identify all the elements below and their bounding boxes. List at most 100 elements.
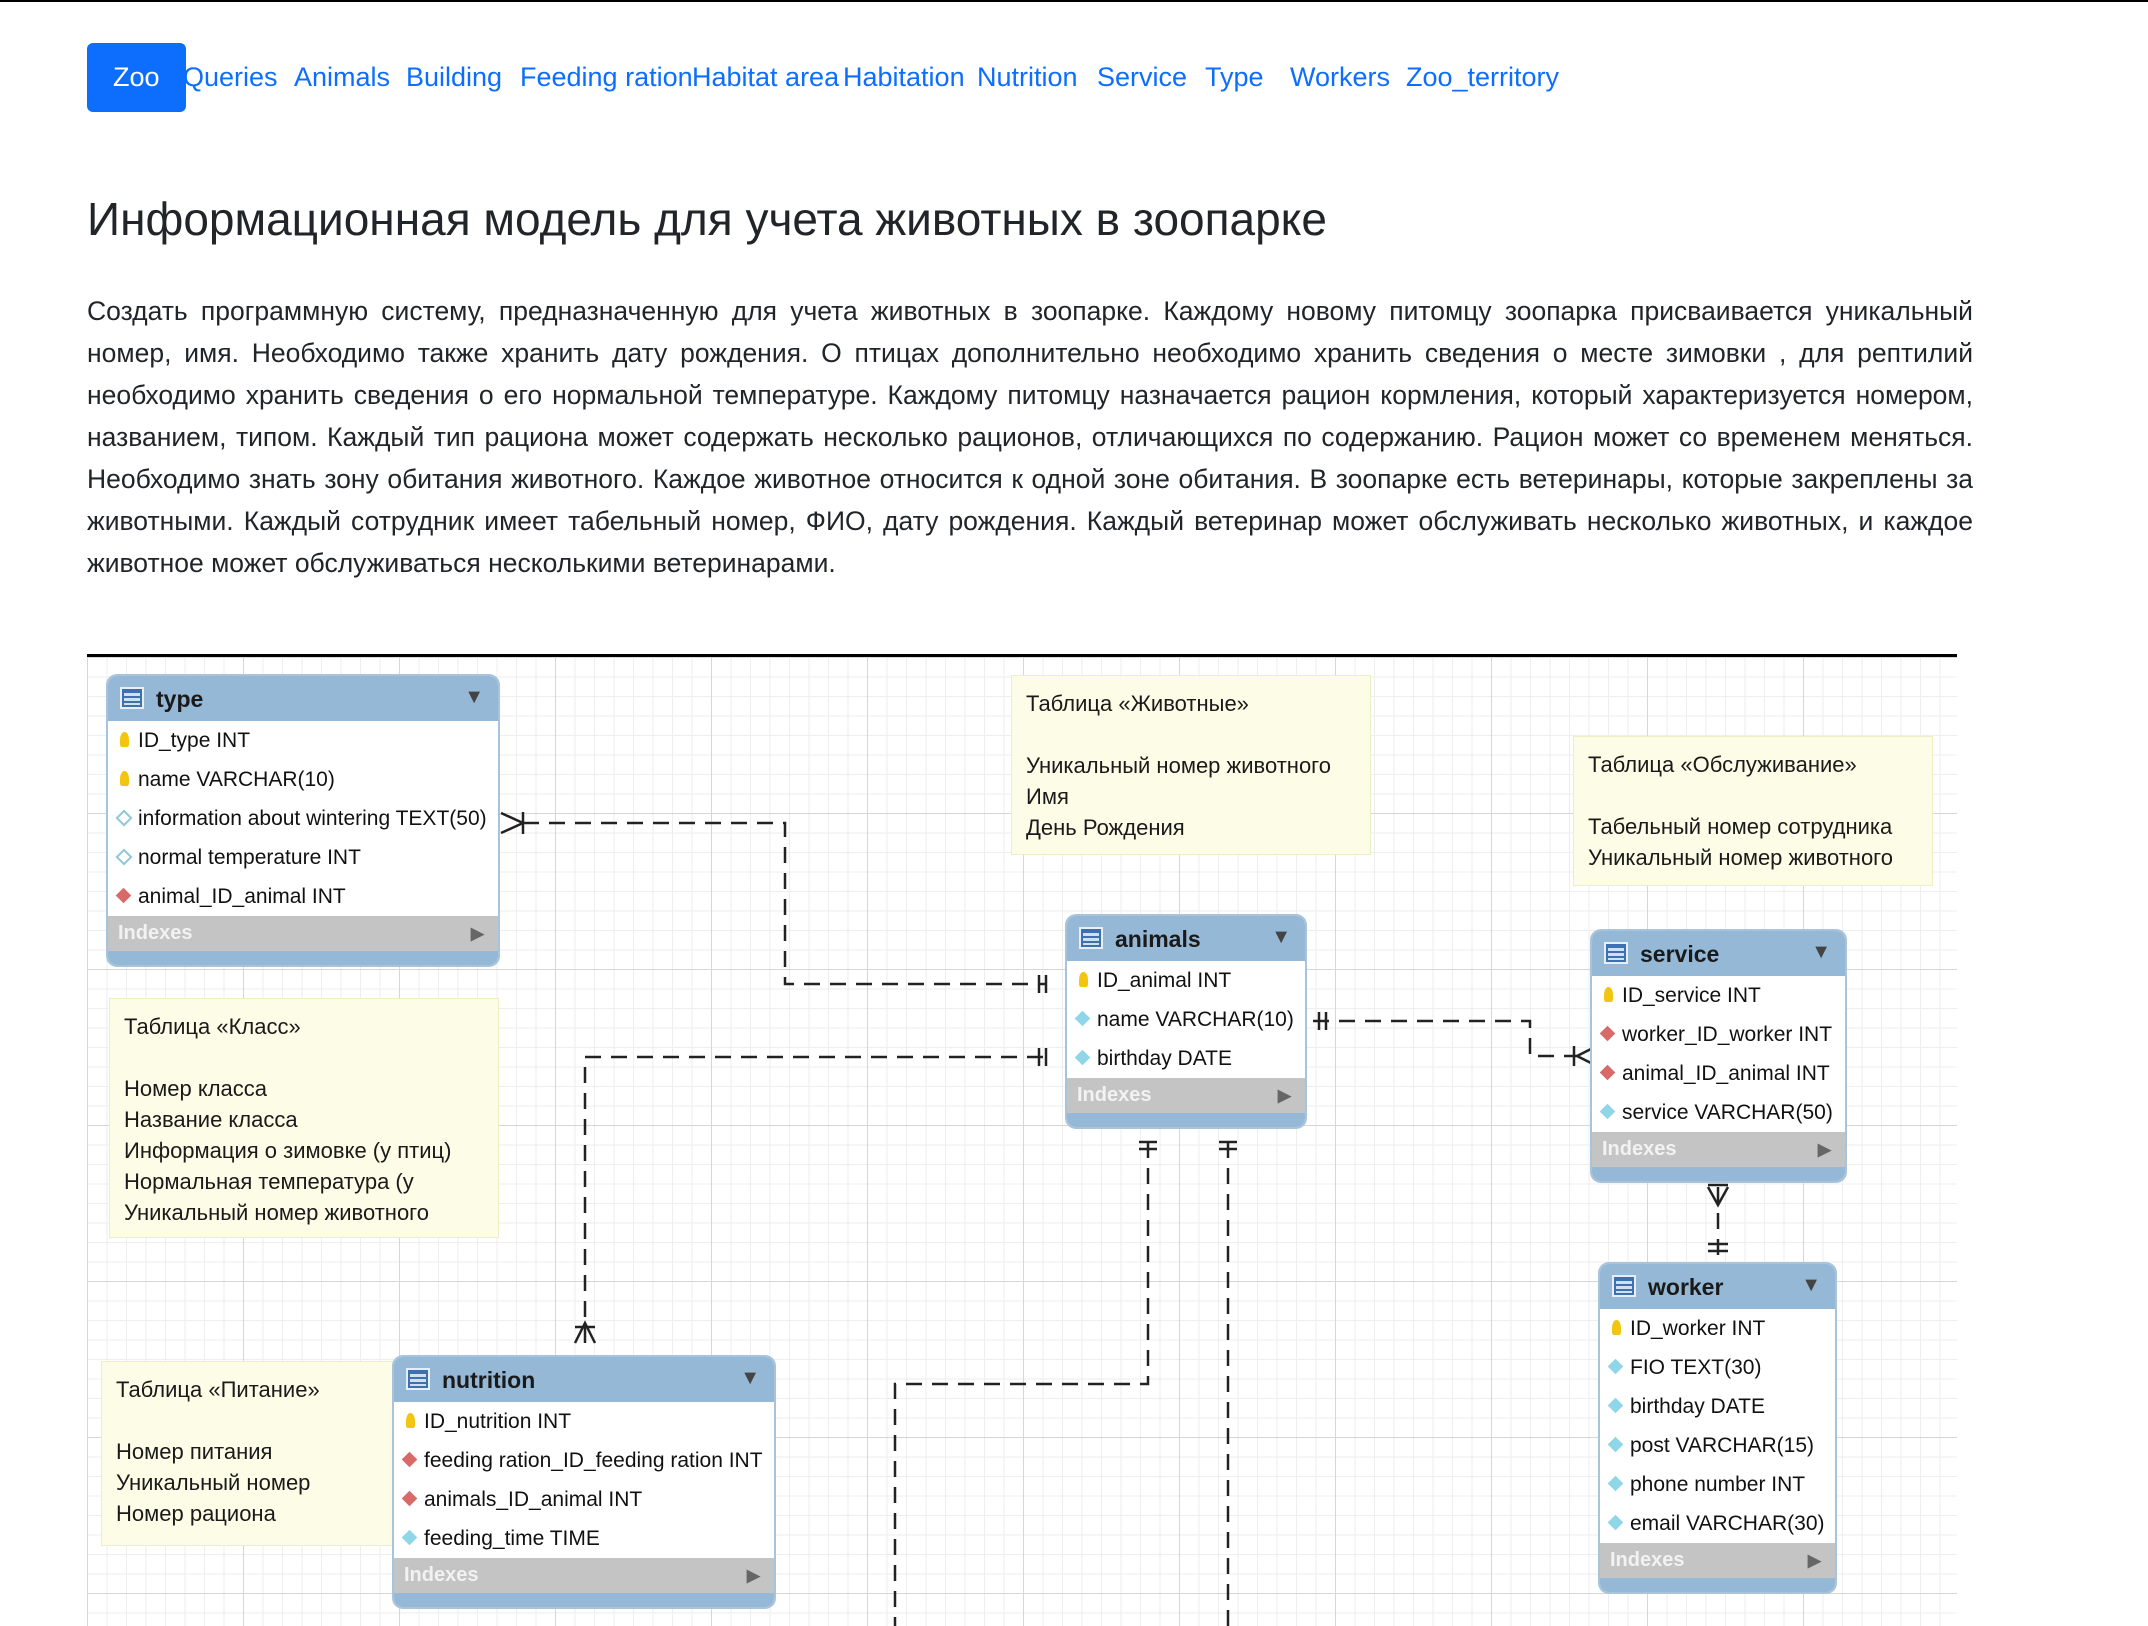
indexes-label: Indexes: [1077, 1084, 1152, 1106]
column-text: service VARCHAR(50): [1622, 1101, 1833, 1124]
expand-arrow-icon[interactable]: ▶: [1807, 1551, 1821, 1570]
column-icon: [1607, 1397, 1624, 1414]
table-name: service: [1640, 941, 1720, 967]
column-text: birthday DATE: [1630, 1395, 1765, 1418]
column-icon: [1074, 1010, 1091, 1027]
er-diagram: type ▼ ID_type INT name VARCHAR(10) info…: [87, 657, 1957, 1626]
column-row: birthday DATE: [1600, 1387, 1835, 1426]
nav-item-animals[interactable]: Animals: [294, 62, 391, 92]
column-text: email VARCHAR(30): [1630, 1512, 1825, 1535]
indexes-label: Indexes: [404, 1564, 479, 1586]
table-icon: [406, 1368, 430, 1390]
note-line: День Рождения: [1026, 815, 1185, 840]
table-nutrition[interactable]: nutrition ▼ ID_nutrition INT feeding rat…: [394, 1357, 774, 1607]
column-icon: [1074, 1049, 1091, 1066]
column-icon: [401, 1529, 418, 1546]
indexes-section[interactable]: Indexes ▶: [1067, 1078, 1305, 1113]
table-header[interactable]: worker ▼: [1600, 1264, 1835, 1309]
collapse-triangle-icon[interactable]: ▼: [1271, 926, 1291, 948]
column-row: ID_type INT: [108, 721, 498, 760]
table-header[interactable]: nutrition ▼: [394, 1357, 774, 1402]
note-line: Информация о зимовке (у птиц): [124, 1138, 452, 1163]
indexes-section[interactable]: Indexes ▶: [394, 1558, 774, 1593]
column-row: FIO TEXT(30): [1600, 1348, 1835, 1387]
column-row: animal_ID_animal INT: [1592, 1054, 1845, 1093]
primary-key-icon: [120, 771, 129, 786]
link-type-animals: [523, 821, 1047, 986]
table-icon: [1612, 1275, 1636, 1297]
link-nutrition-animals: [583, 1055, 1047, 1343]
foreign-key-icon: [115, 887, 132, 904]
collapse-triangle-icon[interactable]: ▼: [464, 686, 484, 708]
collapse-triangle-icon[interactable]: ▼: [1811, 941, 1831, 963]
table-worker[interactable]: worker ▼ ID_worker INT FIO TEXT(30) birt…: [1600, 1264, 1835, 1592]
nav-item-zoo[interactable]: Zoo: [87, 43, 186, 112]
note-line: Табельный номер сотрудника: [1588, 814, 1893, 839]
nav-item-nutrition[interactable]: Nutrition: [977, 62, 1078, 92]
note-line: Уникальный номер животного: [124, 1200, 429, 1225]
indexes-section[interactable]: Indexes ▶: [1592, 1132, 1845, 1167]
expand-arrow-icon[interactable]: ▶: [470, 924, 484, 943]
nav-item-queries[interactable]: Queries: [183, 62, 278, 92]
table-footer: [394, 1593, 774, 1607]
column-text: animal_ID_animal INT: [138, 885, 346, 908]
nav-item-workers[interactable]: Workers: [1290, 62, 1391, 92]
note-animals: Таблица «Животные» Уникальный номер живо…: [1011, 675, 1371, 855]
note-service: Таблица «Обслуживание» Табельный номер с…: [1573, 736, 1933, 886]
column-row: normal temperature INT: [108, 838, 498, 877]
nav-item-habitation[interactable]: Habitation: [843, 62, 965, 92]
note-line: Имя: [1026, 784, 1069, 809]
page-description: Создать программную систему, предназначе…: [87, 296, 1973, 578]
column-icon: [1607, 1358, 1624, 1375]
nav-item-building[interactable]: Building: [406, 62, 503, 92]
column-text: animal_ID_animal INT: [1622, 1062, 1830, 1085]
nav-item-type[interactable]: Type: [1205, 62, 1264, 92]
indexes-section[interactable]: Indexes▶: [108, 916, 498, 951]
nav-item-habitat-area[interactable]: Habitat area: [692, 62, 840, 92]
column-text: birthday DATE: [1097, 1047, 1232, 1070]
column-text: ID_type INT: [138, 729, 251, 752]
nav-item-service[interactable]: Service: [1097, 62, 1188, 92]
table-header[interactable]: animals ▼: [1067, 916, 1305, 961]
column-row: name VARCHAR(10): [1067, 1000, 1305, 1039]
expand-arrow-icon[interactable]: ▶: [1817, 1140, 1831, 1159]
column-text: information about wintering TEXT(50): [138, 807, 487, 830]
table-header[interactable]: service ▼: [1592, 931, 1845, 976]
indexes-label: Indexes: [1602, 1138, 1677, 1160]
column-row: post VARCHAR(15): [1600, 1426, 1835, 1465]
collapse-triangle-icon[interactable]: ▼: [1801, 1274, 1821, 1296]
note-title: Таблица «Обслуживание»: [1588, 752, 1857, 777]
primary-key-icon: [1079, 972, 1088, 987]
indexes-section[interactable]: Indexes▶: [1600, 1543, 1835, 1578]
column-text: name VARCHAR(10): [1097, 1008, 1294, 1031]
link-animals-down-left: [893, 1142, 1150, 1626]
table-footer: [108, 951, 498, 965]
table-animals[interactable]: animals ▼ ID_animal INT name VARCHAR(10)…: [1067, 916, 1305, 1127]
table-service[interactable]: service ▼ ID_service INT worker_ID_worke…: [1592, 931, 1845, 1181]
column-row: name VARCHAR(10): [108, 760, 498, 799]
note-line: Уникальный номер животного: [1588, 845, 1893, 870]
nav-item-zoo-territory[interactable]: Zoo_territory: [1406, 62, 1560, 92]
column-row: ID_animal INT: [1067, 961, 1305, 1000]
column-text: feeding ration_ID_feeding ration INT: [424, 1449, 763, 1472]
primary-key-icon: [120, 732, 129, 747]
table-header[interactable]: type ▼: [108, 676, 498, 721]
table-footer: [1600, 1578, 1835, 1592]
note-line: Номер класса: [124, 1076, 268, 1101]
column-row: ID_nutrition INT: [394, 1402, 774, 1441]
note-line: Номер рациона: [116, 1501, 276, 1526]
column-row: ID_service INT: [1592, 976, 1845, 1015]
expand-arrow-icon[interactable]: ▶: [746, 1566, 760, 1585]
primary-key-icon: [1612, 1320, 1621, 1335]
column-row: feeding ration_ID_feeding ration INT: [394, 1441, 774, 1480]
collapse-triangle-icon[interactable]: ▼: [740, 1367, 760, 1389]
column-row: phone number INT: [1600, 1465, 1835, 1504]
table-type[interactable]: type ▼ ID_type INT name VARCHAR(10) info…: [108, 676, 498, 965]
expand-arrow-icon[interactable]: ▶: [1277, 1086, 1291, 1105]
column-row: worker_ID_worker INT: [1592, 1015, 1845, 1054]
nav-item-feeding-ration[interactable]: Feeding ration: [520, 62, 693, 92]
column-icon: [1599, 1103, 1616, 1120]
foreign-key-icon: [1599, 1064, 1616, 1081]
table-name: worker: [1648, 1274, 1724, 1300]
page-title: Информационная модель для учета животных…: [87, 193, 1327, 245]
